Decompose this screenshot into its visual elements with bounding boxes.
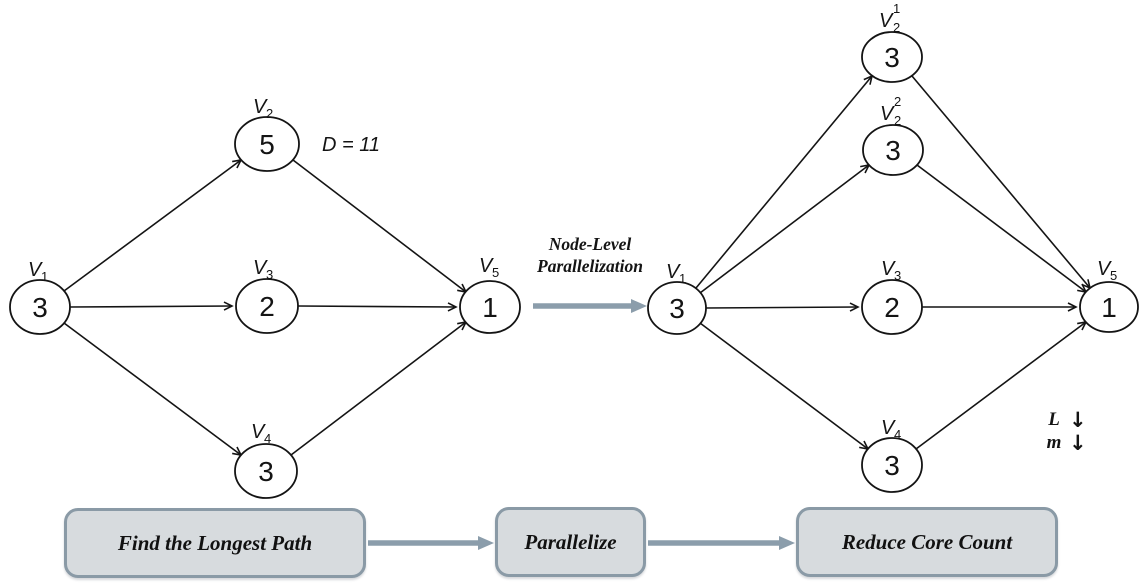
right-node-v2s2-label: V — [880, 103, 895, 125]
right-node-v2s2: 3 V 2 2 — [862, 94, 924, 176]
left-node-v5: 1 V 5 — [459, 255, 521, 334]
right-node-v5-value: 1 — [1101, 292, 1117, 323]
left-edge-v2-v5 — [292, 159, 468, 294]
left-node-v5-label-sub: 5 — [492, 265, 499, 280]
right-node-v5-label: V — [1097, 258, 1112, 280]
down-arrow-icon: ↓ — [1069, 407, 1087, 432]
flow-step-parallelize: Parallelize — [495, 507, 646, 577]
right-node-v1-label-sub: 1 — [679, 271, 686, 286]
right-edge-v1-v2s2 — [699, 163, 871, 294]
right-edge-v1-v2s1 — [695, 74, 874, 289]
right-node-v3-label: V — [881, 258, 896, 280]
left-node-v3-label-sub: 3 — [266, 267, 273, 282]
right-edge-v2s2-v5 — [916, 164, 1088, 294]
left-edge-v1-v4 — [63, 322, 243, 457]
right-node-v2s2-label-sup: 2 — [894, 94, 901, 109]
right-node-v3: 2 V 3 — [861, 258, 923, 335]
right-node-v2s1-label: V — [879, 10, 894, 32]
right-node-v3-circle — [861, 279, 923, 335]
left-node-v5-label: V — [479, 255, 494, 277]
right-node-v4-circle — [861, 437, 923, 493]
transform-label-line1: Node-Level — [548, 234, 632, 254]
left-node-v4-value: 3 — [258, 456, 274, 487]
right-node-v1-label: V — [666, 261, 681, 283]
right-node-v1-value: 3 — [669, 293, 685, 324]
left-node-v2-label-sub: 2 — [266, 106, 273, 121]
right-edge-v4-v5 — [915, 320, 1088, 450]
left-node-v3: 2 V 3 — [235, 257, 299, 334]
left-node-v2-label: V — [253, 96, 268, 118]
transform-label-line2: Parallelization — [537, 256, 643, 277]
right-node-v2s2-circle — [862, 124, 924, 176]
right-node-v2s2-label-sub: 2 — [894, 113, 901, 128]
flow-step-label: Parallelize — [524, 529, 617, 554]
right-node-v4-label-sub: 4 — [894, 427, 901, 442]
left-node-v3-label: V — [253, 257, 268, 279]
right-graph: 3 V 1 3 V 2 1 3 V 2 2 — [647, 1, 1139, 493]
right-edge-v2s1-v5 — [911, 75, 1092, 290]
left-node-v2-value: 5 — [259, 129, 275, 160]
right-node-v2s1-label-sup: 1 — [893, 1, 900, 16]
left-node-v4-circle — [234, 443, 298, 499]
left-edge-v4-v5 — [290, 320, 468, 456]
metric-latency-symbol: L — [1048, 409, 1060, 430]
left-node-v5-value: 1 — [482, 292, 498, 323]
right-node-v2s1-circle — [861, 31, 923, 83]
right-node-v5-circle — [1079, 281, 1139, 333]
right-node-v4: 3 V 4 — [861, 417, 923, 493]
left-node-v5-circle — [459, 280, 521, 334]
right-node-v4-label: V — [881, 417, 896, 439]
right-node-v3-value: 2 — [884, 292, 900, 323]
flow-step-find-longest-path: Find the Longest Path — [64, 508, 366, 578]
transform-label: Node-Level Parallelization — [505, 233, 675, 278]
left-node-v3-circle — [235, 278, 299, 334]
left-edge-v3-v5 — [297, 302, 458, 312]
flow-step-label: Find the Longest Path — [117, 530, 313, 555]
depth-annotation: D = 11 — [322, 134, 380, 156]
left-edge-v1-v3 — [69, 301, 234, 311]
left-node-v3-value: 2 — [259, 291, 275, 322]
left-node-v4-label: V — [251, 421, 266, 443]
left-node-v1-label: V — [28, 259, 43, 281]
left-node-v1-label-sub: 1 — [41, 269, 48, 284]
left-node-v4: 3 V 4 — [234, 421, 298, 499]
metric-annotations: L ↓ m ↓ — [1046, 409, 1087, 454]
right-node-v2s1-label-sub: 2 — [893, 20, 900, 35]
right-node-v3-label-sub: 3 — [894, 268, 901, 283]
right-edge-v1-v4 — [699, 322, 870, 451]
left-node-v2-circle — [234, 116, 300, 172]
right-node-v5: 1 V 5 — [1079, 258, 1139, 333]
right-node-v5-label-sub: 5 — [1110, 268, 1117, 283]
down-arrow-icon: ↓ — [1069, 430, 1087, 455]
right-node-v4-value: 3 — [884, 450, 900, 481]
right-node-v2s2-value: 3 — [885, 135, 901, 166]
flow-step-reduce-core-count: Reduce Core Count — [796, 507, 1058, 577]
left-node-v1-circle — [9, 279, 71, 335]
left-edge-v1-v2 — [63, 158, 243, 292]
flow-step-label: Reduce Core Count — [841, 529, 1013, 554]
right-node-v1-circle — [647, 281, 707, 335]
metric-core-count: m ↓ — [1046, 432, 1087, 454]
right-node-v2s1: 3 V 2 1 — [861, 1, 923, 83]
right-node-v1: 3 V 1 — [647, 261, 707, 335]
metric-latency: L ↓ — [1046, 407, 1087, 432]
left-node-v1-value: 3 — [32, 292, 48, 323]
left-node-v4-label-sub: 4 — [264, 431, 271, 446]
right-edge-v1-v3 — [705, 302, 860, 312]
left-node-v2: 5 V 2 — [234, 96, 300, 172]
left-node-v1: 3 V 1 — [9, 259, 71, 335]
right-node-v2s1-value: 3 — [884, 42, 900, 73]
left-graph: 3 V 1 5 V 2 2 V 3 3 V — [9, 96, 521, 499]
metric-core-count-symbol: m — [1046, 432, 1062, 453]
